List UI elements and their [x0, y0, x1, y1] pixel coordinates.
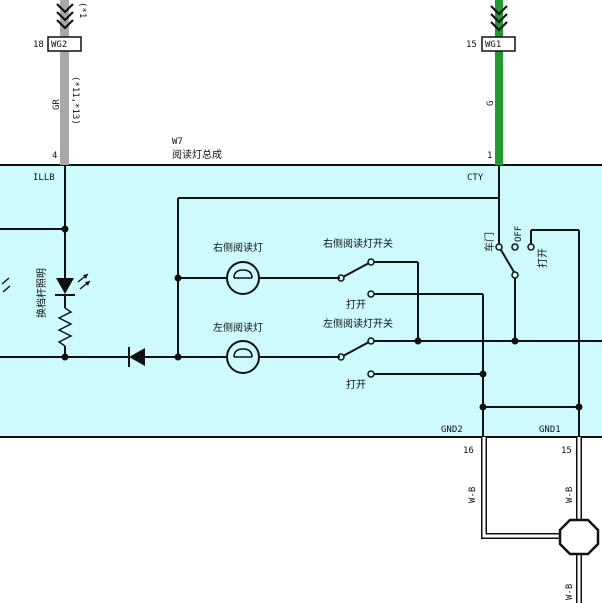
shift-lever-light-label: 换档杆照明 [35, 268, 48, 318]
right-harness-wire [481, 0, 516, 165]
right-connector-pin: 15 [466, 40, 477, 50]
ground-bus [479, 294, 583, 437]
left-wire-note: (*11,*13) [70, 76, 80, 125]
left-wire-color: GR [52, 99, 62, 110]
ground-pin-16: 16 [463, 446, 474, 456]
right-switch-label: 右侧阅读灯开关 [323, 237, 393, 250]
on-label: 打开 [536, 248, 549, 268]
pin-gnd1-label: GND1 [539, 425, 561, 435]
pin-cty-label: CTY [467, 173, 484, 183]
left-connector-pin: 18 [33, 40, 44, 50]
left-harness-wire [47, 0, 82, 165]
pin-gnd2-label: GND2 [441, 425, 463, 435]
left-on-label: 打开 [346, 378, 366, 391]
pin-illb-label: ILLB [33, 173, 55, 183]
left-connector-code: WG2 [51, 40, 67, 50]
left-reading-lamp [178, 337, 602, 378]
right-reading-lamp [178, 258, 483, 341]
right-lamp-label: 右侧阅读灯 [213, 241, 263, 254]
shift-lever-circuit [0, 165, 91, 361]
pin-cty-number: 1 [487, 151, 492, 161]
module-box [0, 164, 602, 438]
left-lamp-label: 左侧阅读灯 [213, 321, 263, 334]
ground-wire-bottom-color: W-B [565, 584, 575, 600]
pin-illb-number: 4 [52, 151, 57, 161]
off-label: OFF [514, 226, 524, 242]
component-name: 阅读灯总成 [172, 148, 222, 161]
right-wire-color: G [486, 101, 496, 106]
ground-wire-16-color: W-B [468, 487, 478, 503]
right-on-label: 打开 [346, 298, 366, 311]
ground-wire-15-color: W-B [565, 487, 575, 503]
door-switch [495, 165, 580, 407]
component-id: W7 [172, 137, 183, 147]
diode-line [0, 347, 182, 367]
ground-wires [481, 437, 600, 603]
left-connector-top-note: (*1 [77, 2, 87, 18]
right-connector-code: WG1 [485, 40, 501, 50]
door-label: 车门 [483, 232, 496, 252]
left-switch-label: 左侧阅读灯开关 [323, 317, 393, 330]
ground-pin-15: 15 [561, 446, 572, 456]
